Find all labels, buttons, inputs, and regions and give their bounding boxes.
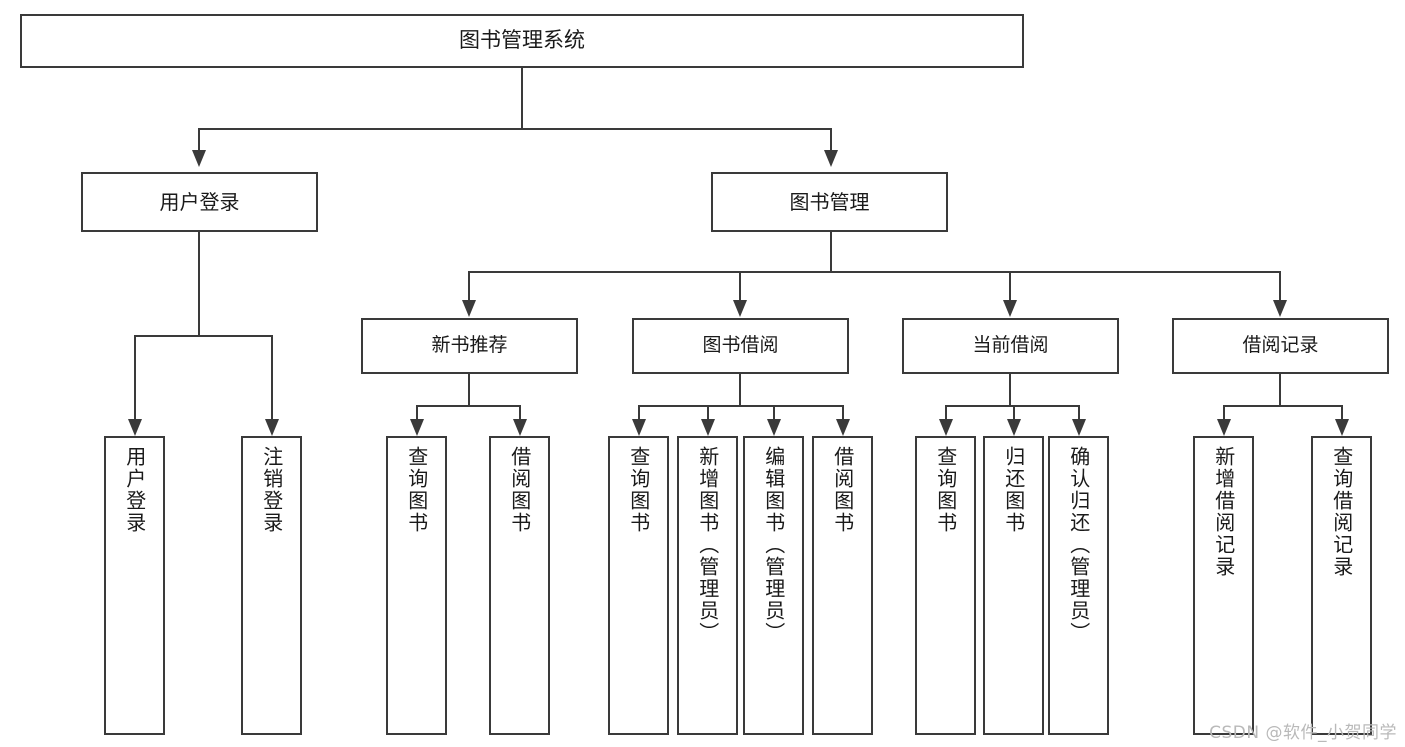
- edge-bb-stem: [739, 374, 741, 405]
- node-current-borrow[interactable]: 当前借阅: [902, 318, 1119, 374]
- edge-drop-leaf-bb-2: [773, 405, 775, 419]
- edge-level2-bus: [468, 271, 1280, 273]
- edge-drop-leaf-bb-3: [842, 405, 844, 419]
- leaf-label: 归还图书: [1001, 446, 1026, 534]
- edge-drop-leaf-nbr-1: [519, 405, 521, 419]
- edge-drop-user-login: [198, 128, 200, 150]
- arrow-leaf-cb-0: [939, 419, 953, 436]
- edge-drop-leaf-cb-0: [945, 405, 947, 419]
- edge-drop-lvl2-3: [1279, 271, 1281, 300]
- leaf-book-borrow-0[interactable]: 查询图书: [608, 436, 669, 735]
- edge-cb-bus: [945, 405, 1079, 407]
- leaf-label: 用户登录: [122, 446, 147, 534]
- leaf-current-borrow-1[interactable]: 归还图书: [983, 436, 1044, 735]
- leaf-label: 新增图书（管理员）: [695, 446, 720, 644]
- leaf-label: 借阅图书: [507, 446, 532, 534]
- arrow-leaf-bb-2: [767, 419, 781, 436]
- leaf-current-borrow-0[interactable]: 查询图书: [915, 436, 976, 735]
- edge-level1-bus: [198, 128, 832, 130]
- arrow-user-login: [192, 150, 206, 167]
- leaf-label: 查询图书: [626, 446, 651, 534]
- leaf-new-book-recommend-0[interactable]: 查询图书: [386, 436, 447, 735]
- edge-cb-stem: [1009, 374, 1011, 405]
- leaf-user-login-1[interactable]: 注销登录: [241, 436, 302, 735]
- edge-drop-leaf-bb-1: [707, 405, 709, 419]
- edge-drop-leaf-ul-1: [271, 335, 273, 419]
- arrow-leaf-ul-1: [265, 419, 279, 436]
- arrow-leaf-bb-1: [701, 419, 715, 436]
- arrow-leaf-br-1: [1335, 419, 1349, 436]
- arrow-lvl2-1: [733, 300, 747, 317]
- edge-nbr-bus: [416, 405, 521, 407]
- edge-bb-bus: [638, 405, 844, 407]
- leaf-book-borrow-3[interactable]: 借阅图书: [812, 436, 873, 735]
- arrow-lvl2-0: [462, 300, 476, 317]
- edge-drop-leaf-bb-0: [638, 405, 640, 419]
- edge-br-stem: [1279, 374, 1281, 405]
- arrow-leaf-cb-2: [1072, 419, 1086, 436]
- leaf-book-borrow-1[interactable]: 新增图书（管理员）: [677, 436, 738, 735]
- edge-drop-leaf-nbr-0: [416, 405, 418, 419]
- edge-drop-lvl2-2: [1009, 271, 1011, 300]
- leaf-label: 新增借阅记录: [1211, 446, 1236, 578]
- leaf-new-book-recommend-1[interactable]: 借阅图书: [489, 436, 550, 735]
- edge-root-stem: [521, 68, 523, 128]
- edge-nbr-stem: [468, 374, 470, 405]
- arrow-leaf-ul-0: [128, 419, 142, 436]
- leaf-label: 查询借阅记录: [1329, 446, 1354, 578]
- arrow-book-mgmt: [824, 150, 838, 167]
- leaf-label: 编辑图书（管理员）: [761, 446, 786, 644]
- edge-drop-leaf-cb-2: [1078, 405, 1080, 419]
- edge-book-mgmt-stem: [830, 232, 832, 271]
- node-user-login[interactable]: 用户登录: [81, 172, 318, 232]
- node-borrow-records[interactable]: 借阅记录: [1172, 318, 1389, 374]
- edge-drop-leaf-cb-1: [1013, 405, 1015, 419]
- arrow-leaf-nbr-1: [513, 419, 527, 436]
- leaf-user-login-0[interactable]: 用户登录: [104, 436, 165, 735]
- leaf-label: 查询图书: [404, 446, 429, 534]
- leaf-label: 查询图书: [933, 446, 958, 534]
- leaf-current-borrow-2[interactable]: 确认归还（管理员）: [1048, 436, 1109, 735]
- node-new-book-recommend[interactable]: 新书推荐: [361, 318, 578, 374]
- edge-drop-leaf-ul-0: [134, 335, 136, 419]
- edge-drop-lvl2-0: [468, 271, 470, 300]
- edge-drop-leaf-br-0: [1223, 405, 1225, 419]
- arrow-lvl2-3: [1273, 300, 1287, 317]
- leaf-borrow-records-0[interactable]: 新增借阅记录: [1193, 436, 1254, 735]
- edge-br-bus: [1223, 405, 1343, 407]
- arrow-leaf-cb-1: [1007, 419, 1021, 436]
- node-book-borrow[interactable]: 图书借阅: [632, 318, 849, 374]
- edge-drop-book-mgmt: [830, 128, 832, 150]
- leaf-book-borrow-2[interactable]: 编辑图书（管理员）: [743, 436, 804, 735]
- edge-user-login-bus: [134, 335, 272, 337]
- node-book-management[interactable]: 图书管理: [711, 172, 948, 232]
- edge-drop-lvl2-1: [739, 271, 741, 300]
- arrow-lvl2-2: [1003, 300, 1017, 317]
- leaf-label: 注销登录: [259, 446, 284, 534]
- leaf-borrow-records-1[interactable]: 查询借阅记录: [1311, 436, 1372, 735]
- arrow-leaf-bb-3: [836, 419, 850, 436]
- edge-user-login-stem: [198, 232, 200, 335]
- node-root-system[interactable]: 图书管理系统: [20, 14, 1024, 68]
- arrow-leaf-nbr-0: [410, 419, 424, 436]
- leaf-label: 借阅图书: [830, 446, 855, 534]
- arrow-leaf-bb-0: [632, 419, 646, 436]
- leaf-label: 确认归还（管理员）: [1066, 446, 1091, 644]
- edge-drop-leaf-br-1: [1341, 405, 1343, 419]
- arrow-leaf-br-0: [1217, 419, 1231, 436]
